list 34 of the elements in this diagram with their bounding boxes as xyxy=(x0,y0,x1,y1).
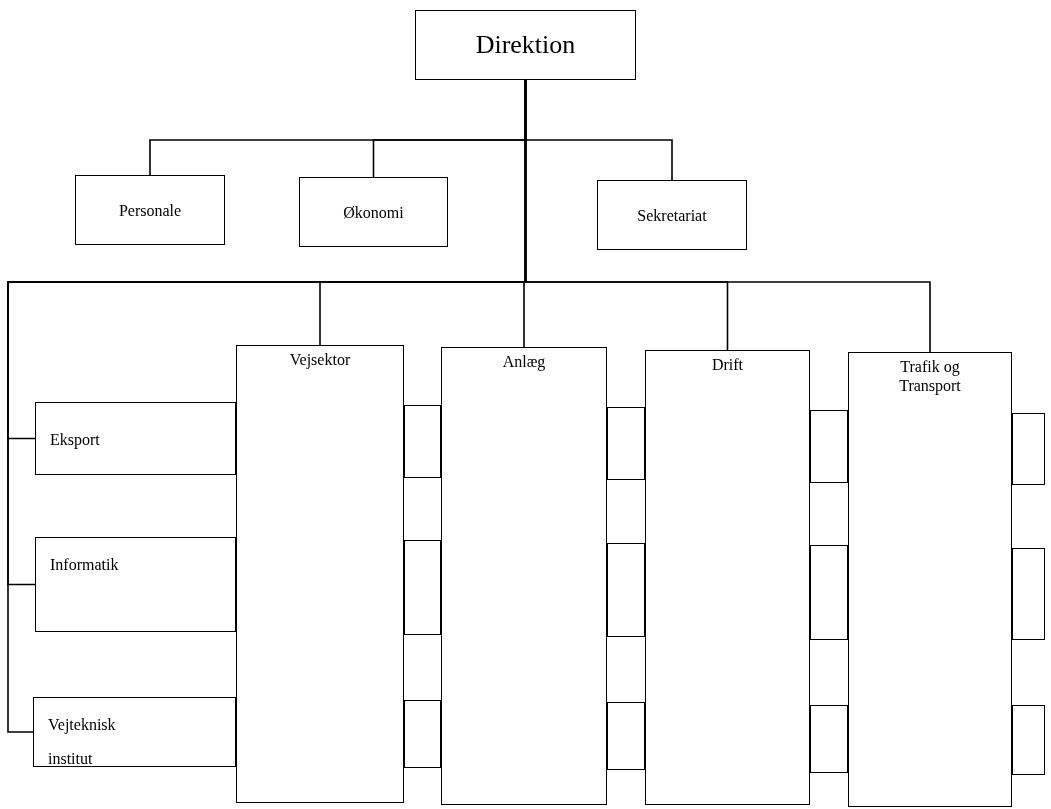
org-box xyxy=(404,700,441,768)
org-box xyxy=(597,180,747,250)
box-label: Personale xyxy=(117,200,183,220)
box-label: Anlæg xyxy=(501,352,547,371)
org-box xyxy=(645,350,810,805)
box-label: Vejsektor xyxy=(288,350,352,369)
box-label: Vejteknisk institut xyxy=(48,715,117,769)
box-label: Drift xyxy=(710,355,745,374)
org-box xyxy=(607,702,645,770)
org-box xyxy=(1012,548,1045,640)
org-box xyxy=(848,352,1012,807)
org-box xyxy=(33,697,236,767)
box-label: Eksport xyxy=(50,429,101,448)
org-box xyxy=(75,175,225,245)
org-box xyxy=(404,405,441,478)
org-box xyxy=(441,347,607,805)
org-box xyxy=(607,543,645,637)
org-box xyxy=(607,407,645,480)
org-box xyxy=(415,10,636,80)
org-box xyxy=(810,545,848,640)
box-label: Sekretariat xyxy=(636,205,708,225)
org-box xyxy=(810,705,848,773)
org-box xyxy=(1012,413,1045,485)
box-label: Informatik xyxy=(50,555,120,575)
box-label: Trafik og Transport xyxy=(898,357,962,395)
org-box xyxy=(404,540,441,635)
org-box xyxy=(299,177,448,247)
box-label: Direktion xyxy=(474,30,577,60)
org-box xyxy=(810,410,848,483)
org-box xyxy=(35,537,236,632)
org-box xyxy=(1012,705,1045,775)
org-box xyxy=(35,402,236,475)
box-label: Økonomi xyxy=(342,202,405,222)
org-box xyxy=(236,345,404,803)
